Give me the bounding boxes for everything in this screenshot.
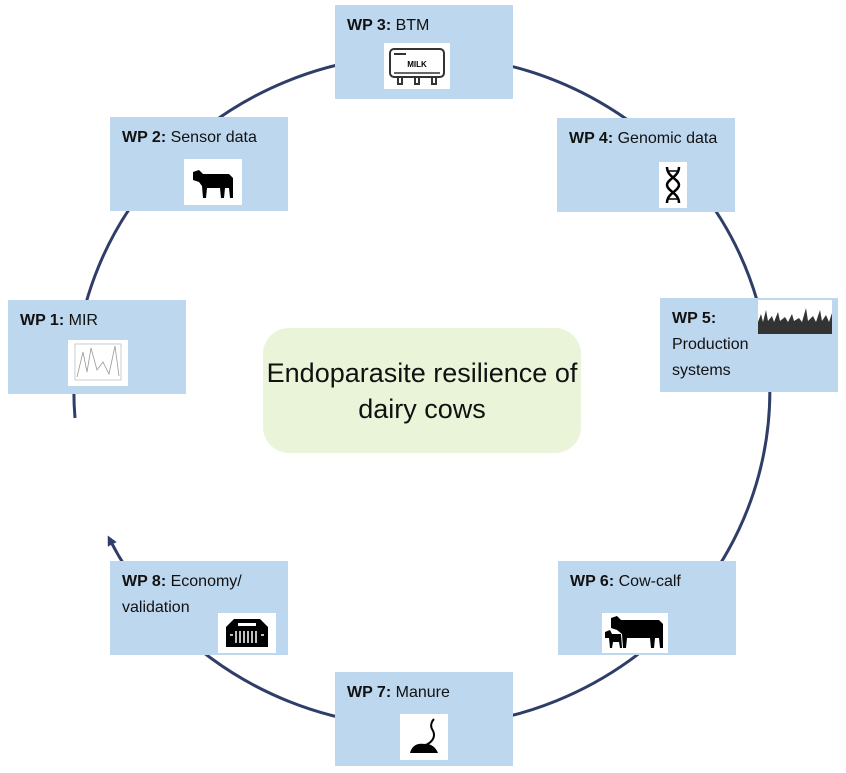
wp7-label: Manure (395, 684, 450, 701)
wp5-label: Production systems (672, 336, 749, 379)
wp2-label: Sensor data (170, 129, 257, 146)
cow-icon (184, 159, 242, 205)
wp6-box: WP 6: Cow-calf (558, 561, 736, 655)
wp4-id: WP 4: (569, 130, 614, 147)
wp4-box: WP 4: Genomic data (557, 118, 735, 212)
wp7-id: WP 7: (347, 684, 392, 701)
central-topic: Endoparasite resilience of dairy cows (263, 328, 581, 453)
wp6-label: Cow-calf (618, 573, 681, 590)
dna-icon (659, 162, 687, 208)
wp1-box: WP 1: MIR (8, 300, 186, 394)
wp5-box: WP 5: Production systems (660, 298, 838, 392)
manure-icon (400, 714, 448, 760)
wp2-box: WP 2: Sensor data (110, 117, 288, 211)
wp6-id: WP 6: (570, 573, 615, 590)
wp1-id: WP 1: (20, 312, 65, 329)
wp7-box: WP 7: Manure (335, 672, 513, 766)
wp8-id: WP 8: (122, 573, 167, 590)
wp2-id: WP 2: (122, 129, 167, 146)
wp5-id: WP 5: (672, 310, 717, 327)
wp4-label: Genomic data (617, 130, 718, 147)
wp3-box: WP 3: BTM MILK (335, 5, 513, 99)
spectrum-chart-icon (68, 340, 128, 386)
wp8-label: Economy/ validation (122, 573, 242, 616)
grass-icon (758, 300, 832, 334)
wp1-label: MIR (68, 312, 98, 329)
wp8-box: WP 8: Economy/ validation (110, 561, 288, 655)
wp3-id: WP 3: (347, 17, 392, 34)
wp3-label: BTM (395, 17, 430, 34)
central-topic-text: Endoparasite resilience of dairy cows (266, 357, 578, 424)
barn-icon (218, 613, 276, 653)
cow-calf-icon (602, 613, 668, 653)
milk-tank-icon: MILK (384, 43, 450, 89)
milk-label: MILK (407, 60, 427, 69)
